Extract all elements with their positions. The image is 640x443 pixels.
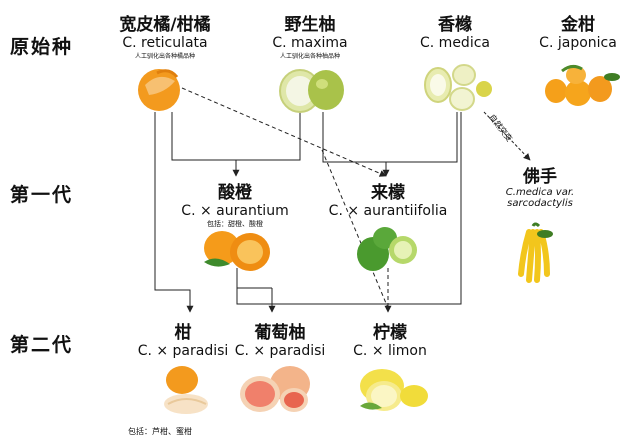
kumquat-fruit-image: [545, 64, 620, 106]
buddhas-hand-latin-line1: C.medica var.: [505, 187, 575, 198]
sour-orange-note: 包括：甜橙、酸橙: [207, 220, 263, 228]
kumquat-latin-name: C. japonica: [539, 35, 617, 51]
key-lime-cn-name: 来檬: [371, 183, 405, 203]
mandarin-cn-name: 宽皮橘/柑橘: [119, 15, 211, 35]
mandarin-note: 人工驯化出各种橘品种: [134, 53, 195, 60]
citron-fruit-image: [424, 64, 492, 111]
species-citron: 香橼 C. medica: [400, 10, 510, 51]
generation-original-label: 原始种: [10, 36, 74, 58]
sour-orange-latin-name: C. × aurantium: [181, 203, 289, 219]
citron-cn-name: 香橼: [438, 15, 472, 35]
pomelo-fruit-image: [279, 69, 344, 113]
lemon-cn-name: 柠檬: [373, 323, 407, 343]
buddhas-hand-latin-line2: sarcodactylis: [507, 198, 573, 209]
generation-second-label: 第二代: [10, 334, 74, 356]
citron-latin-name: C. medica: [420, 35, 490, 51]
species-grapefruit: 葡萄柚 C. × paradisi: [225, 318, 335, 359]
generation-first-label: 第一代: [10, 184, 74, 206]
species-key-lime: 来檬 C. × aurantiifolia: [318, 178, 458, 219]
mandarin-fruit-image: [138, 69, 180, 111]
species-kumquat: 金柑 C. japonica: [528, 10, 628, 51]
lemon-latin-name: C. × limon: [353, 343, 427, 359]
grapefruit-fruit-image: [240, 366, 310, 412]
grapefruit-cn-name: 葡萄柚: [254, 323, 306, 343]
tangerine-cn-name: 柑: [174, 323, 192, 343]
key-lime-fruit-image: [357, 227, 417, 271]
kumquat-cn-name: 金柑: [561, 15, 595, 35]
tangerine-latin-name: C. × paradisi: [137, 343, 229, 359]
species-tangerine: 柑 C. × paradisi: [128, 318, 238, 359]
tangerine-note: 包括：芦柑、蜜柑: [128, 427, 192, 436]
sour-orange-cn-name: 酸橙: [218, 183, 252, 203]
tangerine-fruit-image: [164, 366, 208, 414]
sour-orange-fruit-image: [204, 231, 270, 271]
mandarin-latin-name: C. reticulata: [122, 35, 208, 51]
grapefruit-latin-name: C. × paradisi: [234, 343, 326, 359]
species-lemon: 柠檬 C. × limon: [335, 318, 445, 359]
species-pomelo: 野生柚 C. maxima 人工驯化出各种柚品种: [250, 10, 370, 60]
pomelo-cn-name: 野生柚: [284, 15, 336, 35]
species-sour-orange: 酸橙 C. × aurantium 包括：甜橙、酸橙: [170, 178, 300, 229]
pomelo-note: 人工驯化出各种柚品种: [279, 53, 340, 60]
species-mandarin: 宽皮橘/柑橘 C. reticulata 人工驯化出各种橘品种: [100, 10, 230, 60]
pomelo-latin-name: C. maxima: [272, 35, 348, 51]
buddhas-hand-cn-name: 佛手: [523, 167, 557, 187]
lemon-fruit-image: [360, 369, 428, 411]
buddhas-hand-fruit-image: [518, 222, 553, 283]
species-buddhas-hand: 佛手 C.medica var. sarcodactylis: [485, 162, 595, 209]
key-lime-latin-name: C. × aurantiifolia: [328, 203, 448, 219]
